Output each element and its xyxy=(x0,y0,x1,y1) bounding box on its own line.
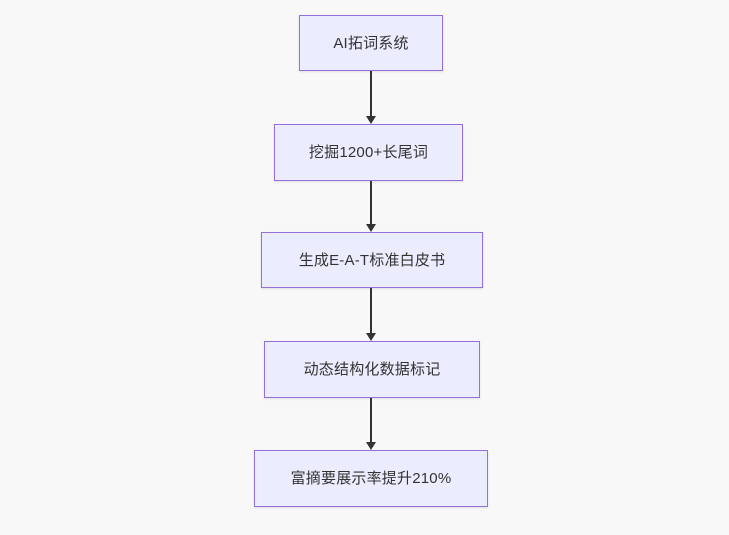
flow-edge-3 xyxy=(365,288,377,341)
node-label: 生成E-A-T标准白皮书 xyxy=(298,251,446,269)
flow-edge-2 xyxy=(365,181,377,232)
flow-edge-4 xyxy=(365,398,377,450)
arrow-down-icon xyxy=(366,333,376,341)
flow-node-ai-keyword-system: AI拓词系统 xyxy=(299,15,443,71)
flow-node-longtail-mining: 挖掘1200+长尾词 xyxy=(274,124,463,181)
node-label: 动态结构化数据标记 xyxy=(303,361,441,378)
flow-node-rich-snippet-result: 富摘要展示率提升210% xyxy=(254,450,488,507)
flow-node-eat-whitepaper: 生成E-A-T标准白皮书 xyxy=(261,232,483,288)
arrow-line xyxy=(370,398,372,442)
flow-node-structured-data-markup: 动态结构化数据标记 xyxy=(264,341,480,398)
flow-edge-1 xyxy=(365,71,377,124)
node-label: 挖掘1200+长尾词 xyxy=(308,144,429,161)
node-label: AI拓词系统 xyxy=(333,34,409,52)
arrow-down-icon xyxy=(366,116,376,124)
node-label: 富摘要展示率提升210% xyxy=(290,470,452,487)
arrow-down-icon xyxy=(366,442,376,450)
arrow-down-icon xyxy=(366,224,376,232)
arrow-line xyxy=(370,71,372,116)
arrow-line xyxy=(370,181,372,224)
arrow-line xyxy=(370,288,372,333)
